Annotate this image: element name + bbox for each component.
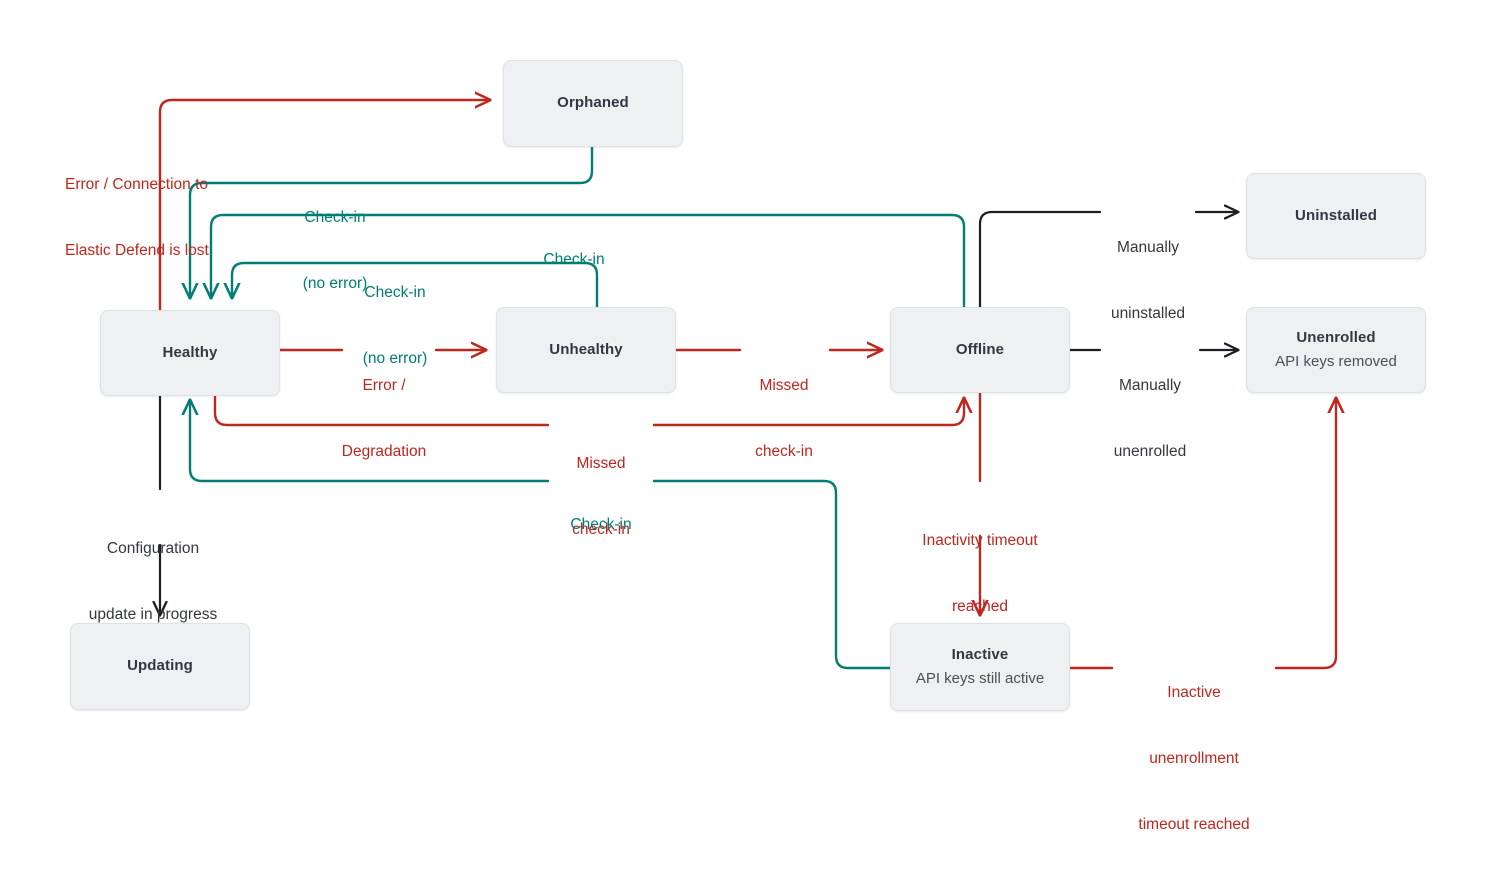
edge-label-inactive-unenrollment: Inactive unenrollment timeout reached [1138, 684, 1250, 833]
node-uninstalled[interactable]: Uninstalled [1246, 173, 1426, 259]
edge-inactive-to-unenrolled-seg2 [1274, 398, 1336, 670]
edge-inactive-to-healthy-seg1 [652, 479, 892, 670]
edge-label-checkin-no-error-orphaned: Check-in (no error) [302, 209, 368, 292]
node-offline-title: Offline [955, 340, 1005, 358]
node-inactive-subtitle: API keys still active [915, 669, 1045, 687]
node-inactive-title: Inactive [951, 645, 1009, 663]
node-unenrolled-subtitle: API keys removed [1275, 352, 1397, 370]
node-unhealthy-title: Unhealthy [549, 340, 623, 358]
node-updating[interactable]: Updating [70, 623, 250, 710]
node-healthy[interactable]: Healthy [100, 310, 280, 396]
edge-label-error-connection-lost: Error / Connection to Elastic Defend is … [65, 176, 209, 259]
node-unhealthy[interactable]: Unhealthy [496, 307, 676, 393]
node-orphaned[interactable]: Orphaned [503, 60, 683, 147]
node-unenrolled-title: Unenrolled [1296, 328, 1376, 346]
edge-label-manually-uninstalled: Manually uninstalled [1110, 239, 1186, 322]
node-uninstalled-title: Uninstalled [1295, 206, 1377, 224]
edge-label-checkin-no-error-unhealthy: Check-in (no error) [362, 284, 428, 367]
node-orphaned-title: Orphaned [557, 94, 629, 112]
edge-healthy-to-offline-seg1 [213, 393, 550, 427]
edge-label-missed-checkin-unhealthy: Missed check-in [755, 377, 813, 460]
edge-offline-to-healthy [211, 213, 966, 309]
edge-label-configuration-update: Configuration update in progress [88, 540, 218, 623]
edge-healthy-to-offline-seg2 [652, 398, 964, 427]
node-inactive[interactable]: Inactive API keys still active [890, 623, 1070, 711]
connector-layer: .e{fill:none;stroke-width:2.4;stroke-lin… [0, 0, 1494, 670]
edge-inactive-to-healthy-seg2 [190, 400, 550, 483]
node-unenrolled[interactable]: Unenrolled API keys removed [1246, 307, 1426, 393]
edge-offline-to-uninstalled-seg1 [978, 210, 1102, 309]
edge-orphaned-to-healthy [190, 145, 594, 298]
edge-label-missed-checkin-healthy: Missed check-in [572, 455, 630, 538]
edge-label-checkin-inactive: Check-in [570, 516, 632, 533]
node-offline[interactable]: Offline [890, 307, 1070, 393]
state-diagram-canvas: .e{fill:none;stroke-width:2.4;stroke-lin… [0, 0, 1494, 833]
edge-healthy-to-orphaned [158, 100, 490, 312]
edge-unhealthy-to-healthy [232, 261, 599, 309]
edge-label-checkin-offline: Check-in [543, 251, 605, 268]
edge-label-manually-unenrolled: Manually unenrolled [1113, 377, 1187, 460]
node-updating-title: Updating [127, 657, 193, 675]
node-healthy-title: Healthy [162, 343, 218, 361]
edge-label-error-degradation: Error / Degradation [341, 377, 427, 460]
edge-label-inactivity-timeout: Inactivity timeout reached [922, 532, 1038, 615]
